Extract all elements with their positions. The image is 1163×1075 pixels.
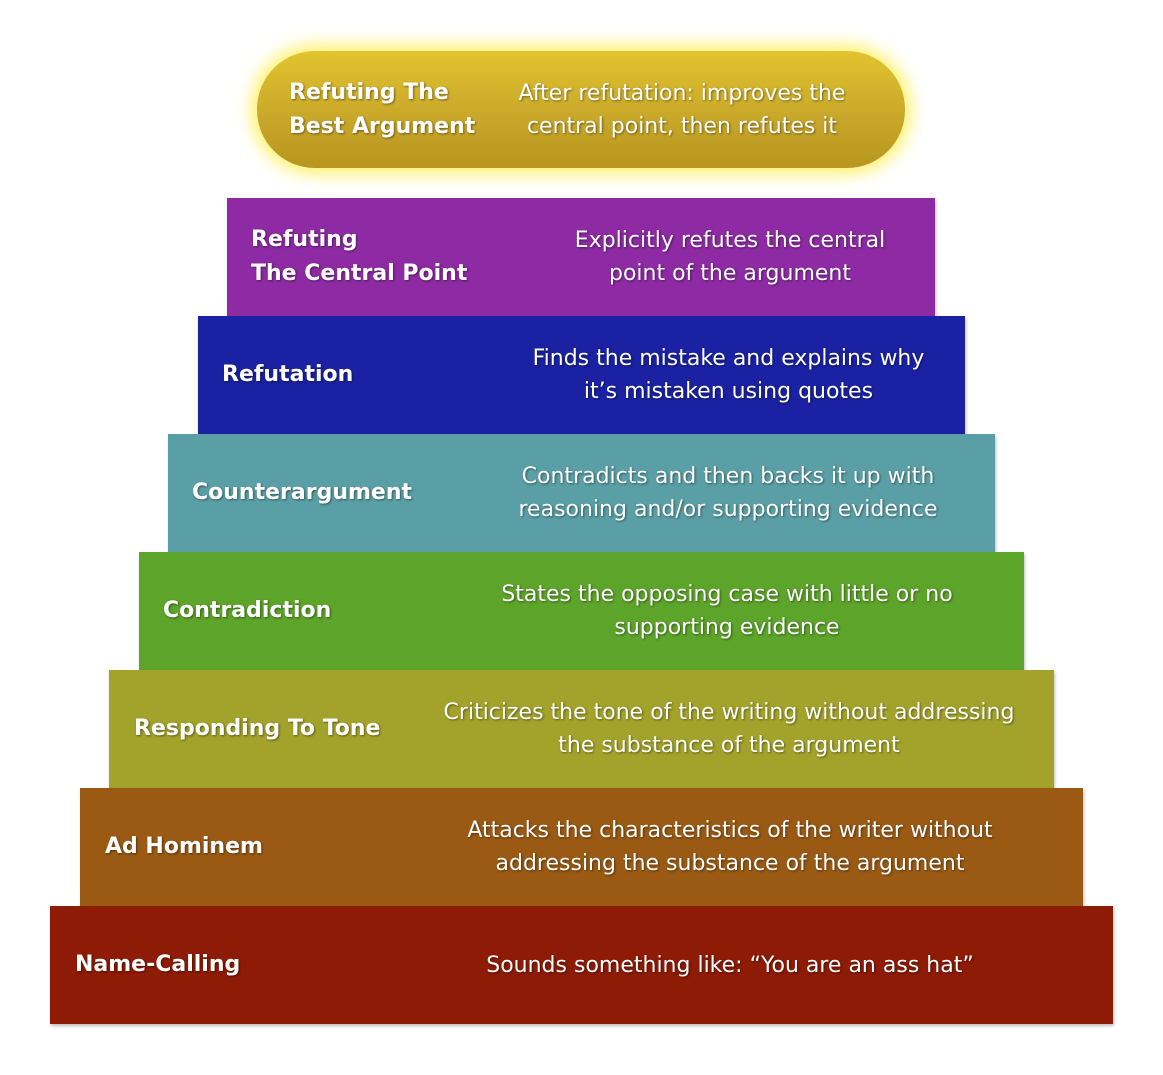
level-refutation: Refutation Finds the mistake and explain… [198, 316, 965, 434]
level-name-calling: Name-Calling Sounds something like: “You… [50, 906, 1113, 1024]
level-name: Refutation [222, 362, 354, 387]
level-description: After refutation: improves the central p… [518, 80, 846, 139]
level-name: Counterargument [192, 480, 412, 505]
level-ad-hominem: Ad Hominem Attacks the characteristics o… [80, 788, 1083, 906]
level-description: Contradicts and then backs it up with re… [518, 464, 938, 522]
level-name: Responding To Tone [134, 716, 381, 741]
level-description: Criticizes the tone of the writing witho… [443, 700, 1015, 758]
level-name: Refuting The Central Point [251, 227, 468, 286]
level-description: States the opposing case with little or … [501, 582, 953, 640]
level-name: Ad Hominem [105, 834, 263, 859]
level-responding-to-tone: Responding To Tone Criticizes the tone o… [109, 670, 1054, 788]
level-name: Refuting The Best Argument [289, 79, 476, 139]
level-refuting-central-point: Refuting The Central Point Explicitly re… [227, 198, 935, 316]
level-description: Sounds something like: “You are an ass h… [486, 952, 974, 978]
level-contradiction: Contradiction States the opposing case w… [139, 552, 1024, 670]
level-description: Explicitly refutes the central point of … [574, 228, 886, 286]
level-name: Name-Calling [75, 952, 241, 977]
level-counterargument: Counterargument Contradicts and then bac… [168, 434, 995, 552]
level-name: Contradiction [163, 598, 332, 623]
level-description: Finds the mistake and explains why it’s … [532, 346, 925, 404]
level-refuting-best-argument: Refuting The Best Argument After refutat… [257, 51, 905, 168]
level-description: Attacks the characteristics of the write… [467, 818, 993, 876]
